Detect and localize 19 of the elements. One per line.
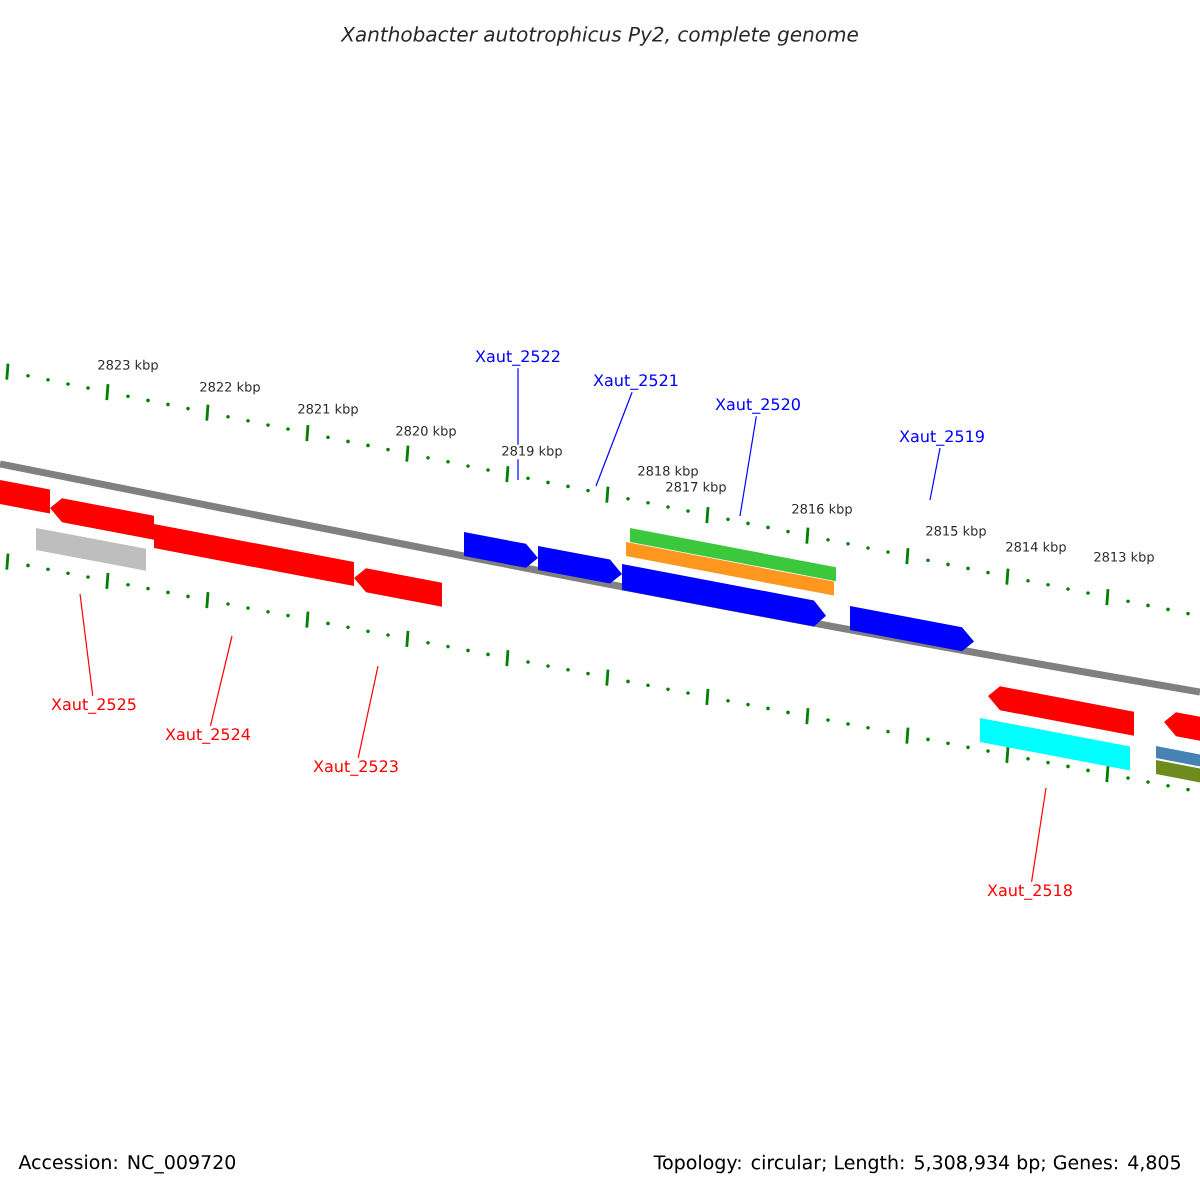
gene-label: Xaut_2519: [899, 430, 984, 446]
leader-line: [929, 447, 941, 501]
gene-label: Xaut_2520: [715, 398, 800, 414]
leader-line: [357, 665, 379, 759]
leader-line: [517, 367, 519, 481]
gene-label: Xaut_2518: [987, 884, 1072, 900]
accession-text: Accession: NC_009720: [18, 1154, 236, 1174]
leader-line: [209, 635, 233, 727]
genome-info-text: Topology: circular; Length: 5,308,934 bp; Genes: 4,805: [653, 1154, 1180, 1174]
leader-line: [1031, 787, 1047, 883]
gene-label: Xaut_2524: [165, 728, 251, 744]
gene-label: Xaut_2521: [593, 374, 678, 390]
gene-label: Xaut_2523: [313, 760, 398, 776]
leader-line: [739, 415, 757, 517]
leader-line: [79, 593, 94, 697]
gene-label: Xaut_2525: [51, 698, 136, 714]
gene-label: Xaut_2522: [475, 350, 560, 366]
leader-line: [595, 391, 633, 487]
title: Xanthobacter autotrophicus Py2, complete genome: [340, 26, 858, 46]
